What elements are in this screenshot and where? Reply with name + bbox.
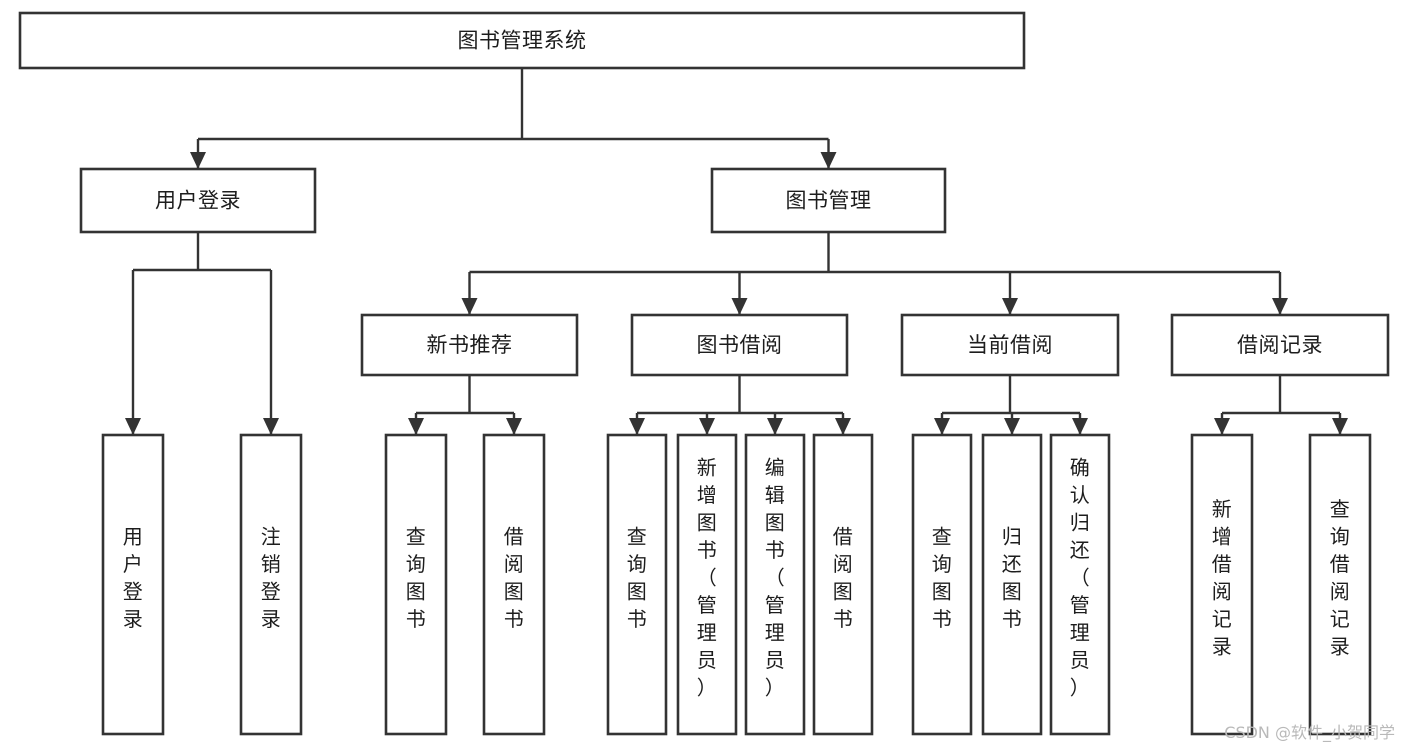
arrow-head-icon [190,152,206,169]
node-label-new-book-recommend: 新书推荐 [427,333,513,357]
node-record-add[interactable]: 新增借阅记录 [1190,433,1254,736]
node-box-current-query-book[interactable] [911,433,973,736]
arrow-head-icon [767,418,783,435]
node-label-borrow-add-book: 新增图书（管理员） [697,456,718,700]
node-box-current-confirm-return[interactable] [1049,433,1111,736]
node-box-user-logout[interactable] [239,433,303,736]
node-label-user-logout: 注销登录 [261,524,282,631]
node-borrow-borrow-book[interactable]: 借阅图书 [812,433,874,736]
node-label-current-return-book: 归还图书 [1002,524,1023,631]
node-user-login-do[interactable]: 用户登录 [101,433,165,736]
node-box-recommend-borrow-book[interactable] [482,433,546,736]
node-label-record-add: 新增借阅记录 [1212,497,1233,659]
arrow-head-icon [506,418,522,435]
arrow-head-icon [1332,418,1348,435]
watermark-text: CSDN @软件_小贺同学 [1224,723,1395,742]
arrow-head-icon [408,418,424,435]
node-box-user-login-do[interactable] [101,433,165,736]
arrow-head-icon [263,418,279,435]
node-record-query[interactable]: 查询借阅记录 [1308,433,1372,736]
node-box-record-add[interactable] [1190,433,1254,736]
node-box-record-query[interactable] [1308,433,1372,736]
node-box-current-return-book[interactable] [981,433,1043,736]
node-box-borrow-record[interactable] [1170,313,1390,377]
node-borrow-record[interactable]: 借阅记录 [1170,313,1390,377]
arrow-head-icon [461,298,478,315]
node-label-recommend-query-book: 查询图书 [406,524,427,631]
node-label-user-login-do: 用户登录 [123,524,144,631]
node-label-current-borrow: 当前借阅 [967,333,1053,357]
node-root[interactable]: 图书管理系统 [18,11,1026,70]
node-box-borrow-edit-book[interactable] [744,433,806,736]
node-label-book-borrow: 图书借阅 [697,333,783,357]
node-recommend-borrow-book[interactable]: 借阅图书 [482,433,546,736]
node-current-confirm-return[interactable]: 确认归还（管理员） [1049,433,1111,736]
arrow-head-icon [1272,298,1288,315]
node-recommend-query-book[interactable]: 查询图书 [384,433,448,736]
node-label-user-login: 用户登录 [155,189,241,213]
node-label-current-confirm-return: 确认归还（管理员） [1070,456,1091,700]
node-book-manage[interactable]: 图书管理 [710,167,947,234]
node-current-borrow[interactable]: 当前借阅 [900,313,1120,377]
arrow-head-icon [629,418,645,435]
arrow-head-icon [835,418,851,435]
node-label-borrow-record: 借阅记录 [1237,333,1323,357]
node-box-current-borrow[interactable] [900,313,1120,377]
arrow-head-icon [1004,418,1020,435]
node-borrow-add-book[interactable]: 新增图书（管理员） [676,433,738,736]
arrow-head-icon [1072,418,1088,435]
node-label-borrow-edit-book: 编辑图书（管理员） [765,456,786,700]
node-label-current-query-book: 查询图书 [932,524,953,631]
arrow-head-icon [1002,298,1018,315]
arrow-head-icon [1214,418,1230,435]
node-box-root[interactable] [18,11,1026,70]
node-box-new-book-recommend[interactable] [360,313,579,377]
node-current-return-book[interactable]: 归还图书 [981,433,1043,736]
node-label-borrow-query-book: 查询图书 [627,524,648,631]
node-box-borrow-borrow-book[interactable] [812,433,874,736]
node-borrow-edit-book[interactable]: 编辑图书（管理员） [744,433,806,736]
node-label-record-query: 查询借阅记录 [1330,497,1351,659]
node-borrow-query-book[interactable]: 查询图书 [606,433,668,736]
node-user-login[interactable]: 用户登录 [79,167,317,234]
node-new-book-recommend[interactable]: 新书推荐 [360,313,579,377]
arrow-head-icon [820,152,837,169]
arrow-head-icon [934,418,950,435]
node-label-recommend-borrow-book: 借阅图书 [504,524,525,631]
node-current-query-book[interactable]: 查询图书 [911,433,973,736]
node-box-user-login[interactable] [79,167,317,234]
node-label-root: 图书管理系统 [458,29,587,53]
node-user-logout[interactable]: 注销登录 [239,433,303,736]
node-label-book-manage: 图书管理 [786,189,872,213]
arrow-head-icon [731,298,748,315]
arrow-head-icon [699,418,715,435]
node-label-borrow-borrow-book: 借阅图书 [833,524,854,631]
node-book-borrow[interactable]: 图书借阅 [630,313,849,377]
arrow-head-icon [125,418,141,435]
node-box-borrow-add-book[interactable] [676,433,738,736]
node-box-book-borrow[interactable] [630,313,849,377]
